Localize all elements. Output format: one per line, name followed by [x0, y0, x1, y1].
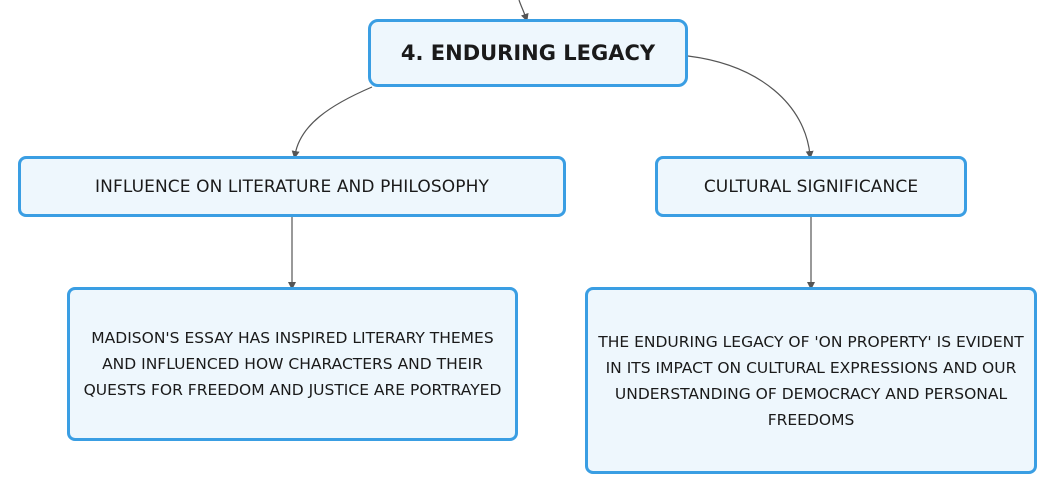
subtopic-node-cultural-significance[interactable]: CULTURAL SIGNIFICANCE	[655, 156, 967, 217]
detail-node-literature-philosophy[interactable]: MADISON'S ESSAY HAS INSPIRED LITERARY TH…	[67, 287, 518, 441]
connector-root-to-cultural	[687, 55, 814, 159]
detail-node-cultural-significance[interactable]: THE ENDURING LEGACY OF 'ON PROPERTY' IS …	[585, 287, 1037, 474]
detail-text-literature-philosophy: MADISON'S ESSAY HAS INSPIRED LITERARY TH…	[83, 329, 502, 399]
subtopic-node-literature-philosophy[interactable]: INFLUENCE ON LITERATURE AND PHILOSOPHY	[18, 156, 566, 217]
detail-text-cultural-significance: THE ENDURING LEGACY OF 'ON PROPERTY' IS …	[598, 332, 1024, 429]
connector-root-to-literature	[291, 86, 373, 159]
root-topic-node[interactable]: 4. ENDURING LEGACY	[368, 19, 688, 87]
root-topic-label: 4. ENDURING LEGACY	[400, 41, 656, 65]
subtopic-label-literature-philosophy: INFLUENCE ON LITERATURE AND PHILOSOPHY	[95, 176, 489, 197]
incoming-connector	[518, 0, 529, 22]
subtopic-label-cultural-significance: CULTURAL SIGNIFICANCE	[703, 176, 919, 197]
